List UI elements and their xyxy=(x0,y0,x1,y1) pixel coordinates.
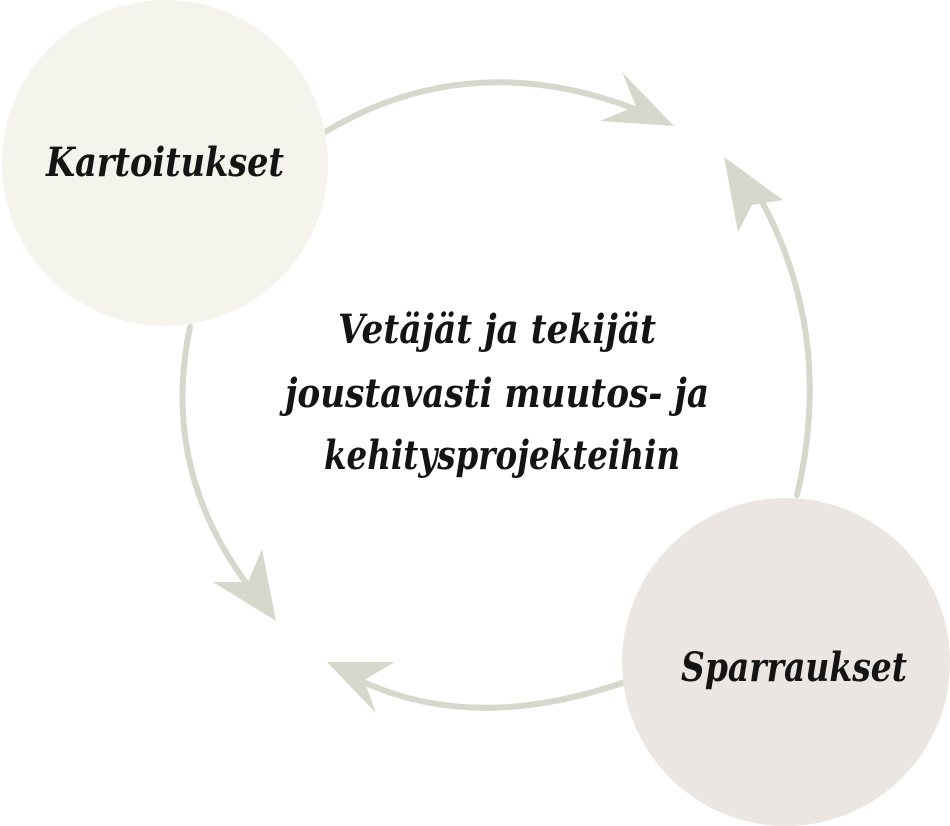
arrowheads xyxy=(213,72,783,713)
arrowhead-right xyxy=(724,157,783,232)
arrow-bottom xyxy=(352,675,625,711)
center-line-3: kehitysprojekteihin xyxy=(324,432,680,479)
cycle-arrows xyxy=(179,79,813,711)
arrowhead-top xyxy=(600,72,674,126)
arrow-top xyxy=(322,79,641,135)
node-sparraukset-label: Sparraukset xyxy=(681,644,907,691)
node-kartoitukset xyxy=(2,0,328,326)
node-kartoitukset-label: Kartoitukset xyxy=(45,139,284,186)
arrowhead-bottom xyxy=(327,662,395,713)
arrowhead-left xyxy=(213,549,276,621)
node-sparraukset xyxy=(622,498,950,826)
arrow-right xyxy=(757,195,813,498)
center-line-1: Vetäjät ja tekijät xyxy=(338,306,656,353)
arrow-left xyxy=(179,324,253,591)
center-text: Vetäjät ja tekijät joustavasti muutos- j… xyxy=(279,306,709,479)
center-line-2: joustavasti muutos- ja xyxy=(279,370,709,417)
